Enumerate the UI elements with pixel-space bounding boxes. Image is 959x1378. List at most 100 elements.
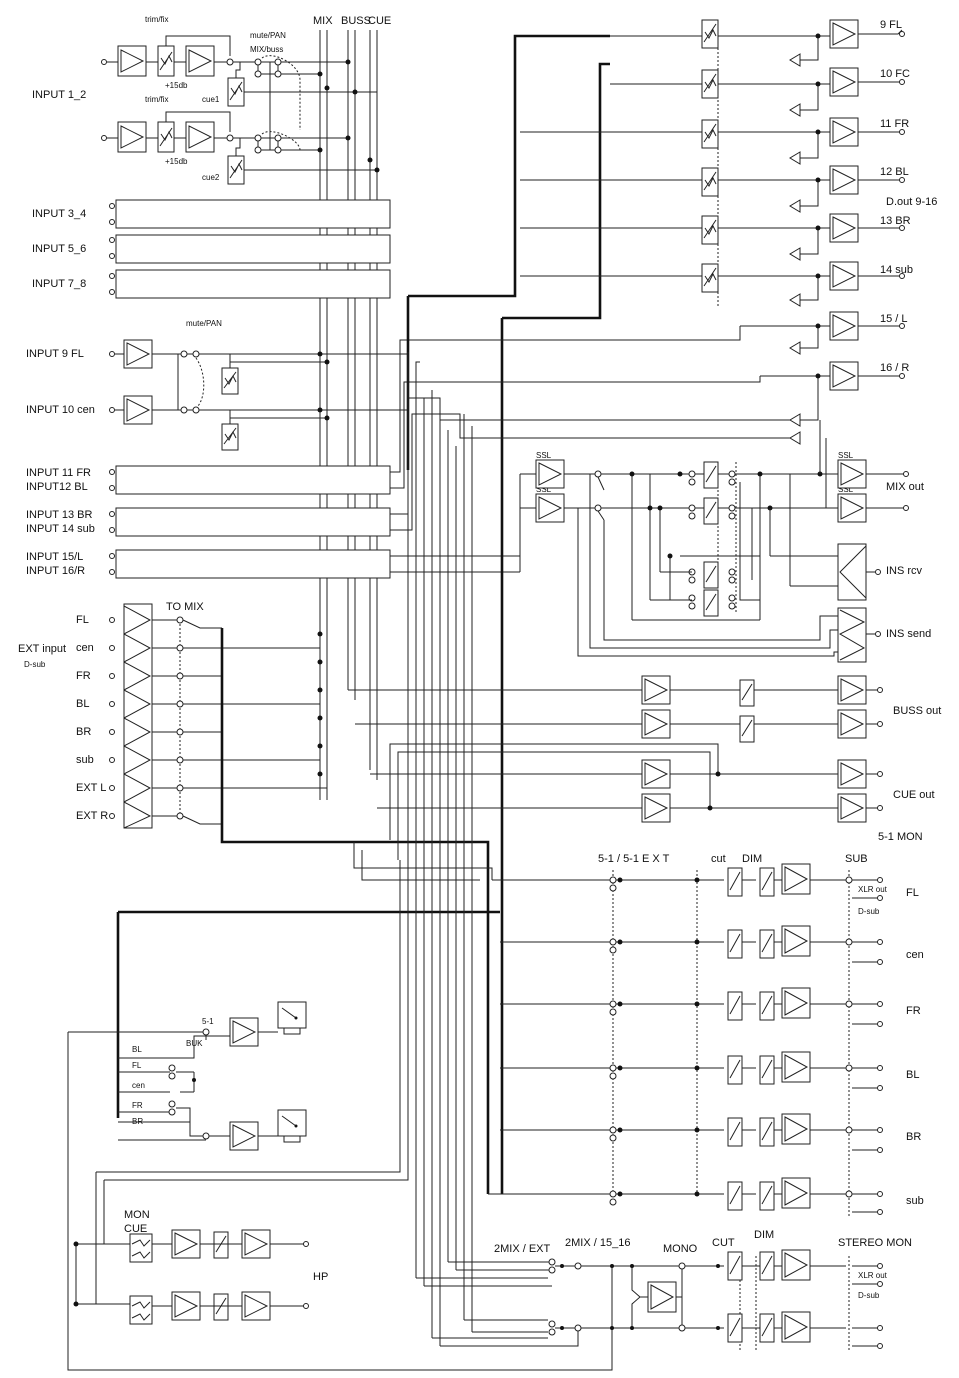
hp-fr-label: FR (132, 1101, 143, 1110)
mon-cue-block-2 (129, 1295, 153, 1325)
mono-label: MONO (663, 1243, 698, 1255)
input-9-label: INPUT 9 FL (26, 348, 84, 360)
trim-fix-label-1: trim/fix (145, 15, 169, 24)
ext-ch-fr: FR (76, 670, 91, 682)
dout-9: 9 FL (610, 19, 905, 67)
dout-13: 13 BR (520, 213, 911, 261)
ins-section: INS rcv INS send (577, 474, 931, 663)
ext-ch-ext-l: EXT L (76, 782, 106, 794)
mon-ch-cen: cen (500, 925, 924, 965)
ext-input-section: EXT input D-sub TO MIX FL cen FR BL BR s… (18, 601, 327, 829)
mon-ch-sub-label: sub (906, 1195, 924, 1207)
hp-label: HP (313, 1271, 328, 1283)
stereo-mon-section: 2MIX / EXT 2MIX / 15_16 MONO CUT DIM STE… (415, 361, 912, 1350)
ext-ch-fl: FL (76, 614, 89, 626)
input-11-12-block (115, 465, 391, 495)
stereo-mon-xlr: XLR out (858, 1271, 888, 1280)
ssl-label-2: SSL (536, 485, 552, 494)
to-mix-label: TO MIX (166, 601, 204, 613)
mon-ch-fl-label: FL (906, 887, 919, 899)
hp-bl-label: BL (132, 1045, 142, 1054)
two-mix-15-16-label: 2MIX / 15_16 (565, 1237, 630, 1249)
mon-5-1-section: 5-1 MON 5-1 / 5-1 E X T cut DIM SUB XLR … (353, 831, 924, 1216)
ext-input-dsub: D-sub (24, 660, 46, 669)
dout-11: 11 FR (520, 117, 909, 165)
ssl-label-1: SSL (536, 451, 552, 460)
dim-label: DIM (754, 1229, 774, 1241)
dout-15-label: 15 / L (880, 313, 908, 325)
bus-label-mix: MIX (313, 15, 333, 27)
bus-label-cue: CUE (368, 15, 391, 27)
mon-ch-bl-label: BL (906, 1069, 919, 1081)
mon-5-1-dim: DIM (742, 853, 762, 865)
bus-label-buss: BUSS (341, 15, 371, 27)
mon-5-1-select: 5-1 / 5-1 E X T (598, 853, 670, 865)
gain-label-1: +15db (165, 81, 188, 90)
mute-pan-label-1: mute/PAN (250, 31, 286, 40)
mon-ch-bl: BL (500, 1051, 919, 1091)
cue-label: CUE (124, 1223, 147, 1235)
vertical-buses (319, 30, 378, 800)
ext-ch-ext-r: EXT R (76, 810, 108, 822)
mon-5-1-dsub: D-sub (858, 907, 880, 916)
input-blocks-11-16: INPUT 11 FR INPUT12 BL INPUT 13 BR INPUT… (26, 339, 520, 579)
input-14-label: INPUT 14 sub (26, 523, 95, 535)
input-5-6-label: INPUT 5_6 (32, 243, 86, 255)
input-15-label: INPUT 15/L (26, 551, 83, 563)
input-1-2-strip: INPUT 1_2 trim/fix trim/fix +15db +15db … (32, 15, 380, 185)
mix-buss-label: MIX/buss (250, 45, 283, 54)
ins-rcv-label: INS rcv (886, 565, 923, 577)
ext-ch-br: BR (76, 726, 91, 738)
direct-outs: D.out 9-16 9 FL 10 FC 11 FR (420, 19, 937, 445)
ext-channel-rows: FL cen FR BL BR sub EXT L EXT R (76, 614, 327, 825)
dout-16-label: 16 / R (880, 362, 909, 374)
dout-12: 12 BL (520, 165, 909, 213)
trim-fix-label-2: trim/fix (145, 95, 169, 104)
dout-15: 15 / L (740, 311, 908, 355)
mon-ch-br: BR (500, 1113, 921, 1153)
thick-feed-lines (116, 34, 610, 1194)
bus-header: MIX BUSS CUE (313, 15, 391, 27)
hp-fl-label: FL (132, 1061, 142, 1070)
ext-input-title: EXT input (18, 643, 66, 655)
input-10-label: INPUT 10 cen (26, 404, 95, 416)
cut-label: CUT (712, 1237, 735, 1249)
hp-5-1-label: 5-1 (202, 1017, 214, 1026)
mon-ch-br-label: BR (906, 1131, 921, 1143)
direct-out-group-label: D.out 9-16 (886, 196, 937, 208)
cue-out-label: CUE out (893, 789, 935, 801)
ins-send-label: INS send (886, 628, 931, 640)
input-12-label: INPUT12 BL (26, 481, 88, 493)
mon-ch-cen-label: cen (906, 949, 924, 961)
input-16-label: INPUT 16/R (26, 565, 85, 577)
dout-14: 14 sub (520, 261, 913, 307)
input-1-2-label: INPUT 1_2 (32, 89, 86, 101)
stereo-mon-dsub: D-sub (858, 1291, 880, 1300)
input-blocks-3-8: INPUT 3_4 INPUT 5_6 INPUT 7_8 (32, 199, 391, 299)
dout-9-label: 9 FL (880, 19, 902, 31)
mon-ch-fl: FL (500, 863, 919, 901)
input-5-6-block (115, 234, 391, 264)
ext-ch-sub: sub (76, 754, 94, 766)
input-13-14-block (115, 507, 391, 537)
input-7-8-label: INPUT 7_8 (32, 278, 86, 290)
mon-5-1-sub: SUB (845, 853, 868, 865)
mix-out-section: SSL SSL SSL SSL MIX out (519, 420, 924, 621)
cue1-label: cue1 (202, 95, 220, 104)
stereo-mon-title: STEREO MON (838, 1237, 912, 1249)
mon-label: MON (124, 1209, 150, 1221)
two-mix-ext-label: 2MIX / EXT (494, 1243, 551, 1255)
mon-ch-sub: sub (488, 1177, 924, 1215)
dout-14-label: 14 sub (880, 264, 913, 276)
mix-out-label: MIX out (886, 481, 924, 493)
ssl-label-4: SSL (838, 485, 854, 494)
mon-cue-block-1 (129, 1233, 153, 1263)
input-15-16-block (115, 549, 391, 579)
dout-12-label: 12 BL (880, 166, 909, 178)
input-9-10-strip: mute/PAN INPUT 9 FL INPUT 10 cen (26, 319, 408, 451)
dout-13-label: 13 BR (880, 215, 911, 227)
hp-buk-label: BUK (186, 1039, 203, 1048)
input-11-label: INPUT 11 FR (26, 467, 91, 479)
cue2-label: cue2 (202, 173, 220, 182)
ins-rcv-block (837, 543, 867, 601)
